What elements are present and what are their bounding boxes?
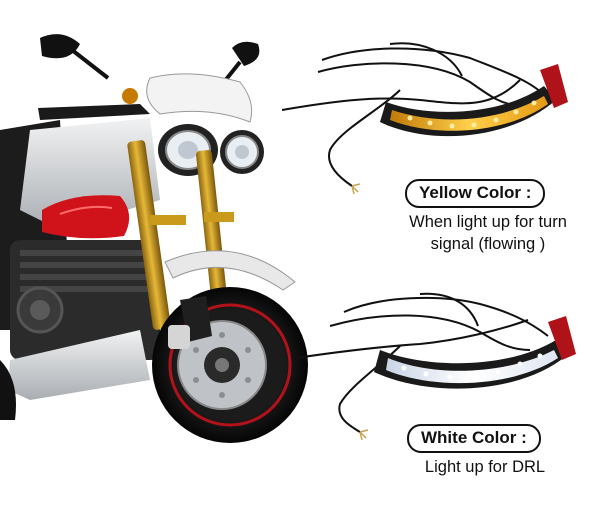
yellow-color-caption: When light up for turn signal (flowing ) <box>388 211 588 255</box>
yellow-caption-line-2: signal (flowing ) <box>430 235 546 253</box>
red-tank-panel <box>42 195 130 239</box>
motorcycle <box>0 34 308 443</box>
left-mirror <box>40 34 80 59</box>
white-color-label: White Color : <box>407 424 541 453</box>
white-color-caption: Light up for DRL <box>400 456 570 478</box>
right-mirror <box>232 41 260 66</box>
yellow-led-strip <box>281 42 568 195</box>
yellow-color-label: Yellow Color : <box>405 179 546 208</box>
white-caption-line-1: Light up for DRL <box>424 458 546 476</box>
white-led-strip <box>295 292 576 441</box>
yellow-caption-line-1: When light up for turn <box>409 213 567 231</box>
